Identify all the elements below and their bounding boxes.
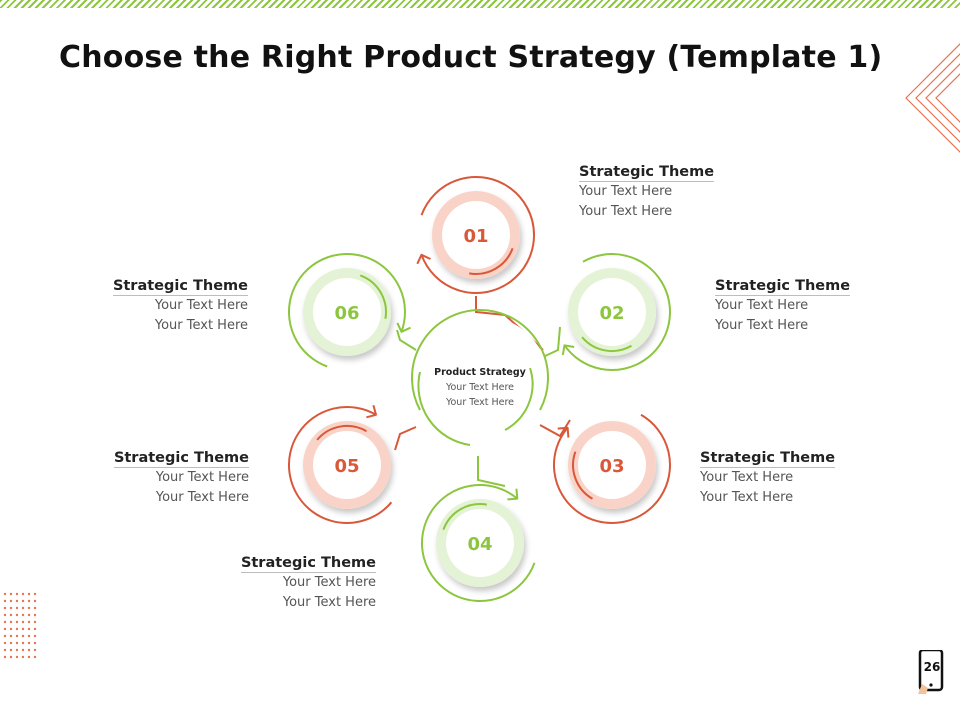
arrowhead-icon: [557, 426, 570, 438]
arrowhead-icon: [416, 253, 431, 265]
theme-text-line: Your Text Here: [282, 595, 376, 610]
theme-text-line: Your Text Here: [715, 298, 809, 313]
node-inner-circle: [578, 431, 646, 499]
theme-heading: Strategic Theme: [112, 278, 248, 296]
node-outer-arc: [420, 484, 536, 602]
node-inner-arc: [442, 503, 487, 531]
theme-text-line: Your Text Here: [155, 490, 249, 505]
node-outer-arc: [288, 406, 393, 525]
center-product-strategy-ring: [410, 309, 550, 455]
theme-label-03: Strategic Theme Your Text Here Your Text…: [700, 448, 900, 508]
arrowhead-icon: [561, 344, 575, 356]
node-inner-arc: [572, 451, 594, 500]
center-line-1: Your Text Here: [445, 382, 515, 393]
node-inner-circle: [578, 278, 646, 346]
strategy-node-05: 05: [288, 404, 393, 525]
theme-label-02: Strategic Theme Your Text Here Your Text…: [715, 276, 915, 336]
node-outer-arc: [553, 413, 671, 525]
theme-heading: Strategic Theme: [113, 450, 249, 468]
dot-grid-icon: [3, 592, 37, 659]
node-outer-arc: [288, 252, 406, 368]
node-inner-circle: [446, 509, 514, 577]
arrowhead-icon: [507, 488, 519, 501]
node-inner-circle: [313, 431, 381, 499]
node-outer-arc: [563, 253, 671, 372]
theme-heading: Strategic Theme: [715, 278, 851, 296]
theme-text-line: Your Text Here: [154, 298, 248, 313]
theme-label-04: Strategic Theme Your Text Here Your Text…: [176, 553, 376, 613]
node-inner-circle: [442, 201, 510, 269]
theme-text-line: Your Text Here: [715, 318, 809, 333]
theme-text-line: Your Text Here: [155, 470, 249, 485]
phone-in-hand-icon: [918, 650, 944, 694]
page-number: 26: [923, 660, 941, 674]
node-inner-circle: [313, 278, 381, 346]
strategy-node-06: 06: [288, 252, 411, 368]
theme-label-01: Strategic Theme Your Text Here Your Text…: [579, 162, 779, 222]
theme-text-line: Your Text Here: [154, 318, 248, 333]
theme-label-05: Strategic Theme Your Text Here Your Text…: [49, 448, 249, 508]
node-inner-arc: [581, 336, 632, 353]
theme-text-line: Your Text Here: [579, 184, 673, 199]
strategy-node-03: 03: [553, 413, 671, 525]
center-line-2: Your Text Here: [445, 397, 515, 408]
theme-label-06: Strategic Theme Your Text Here Your Text…: [48, 276, 248, 336]
theme-text-line: Your Text Here: [700, 470, 794, 485]
theme-text-line: Your Text Here: [700, 490, 794, 505]
chevron-lines-icon: [905, 43, 960, 153]
node-inner-arc: [359, 274, 387, 319]
top-stripe-decoration: [0, 0, 960, 8]
center-heading: Product Strategy: [434, 367, 526, 378]
node-number: 04: [467, 534, 492, 555]
node-outer-arc: [420, 176, 536, 294]
node-number: 02: [599, 303, 624, 324]
strategy-node-02: 02: [561, 253, 671, 372]
theme-heading: Strategic Theme: [579, 164, 715, 182]
arrowhead-icon: [396, 322, 411, 333]
node-number: 06: [334, 303, 359, 324]
theme-text-line: Your Text Here: [282, 575, 376, 590]
node-number: 05: [334, 456, 359, 477]
strategy-node-04: 04: [420, 484, 536, 602]
page-title: Choose the Right Product Strategy (Templ…: [59, 40, 883, 75]
strategy-node-01: 01: [416, 176, 536, 294]
node-number: 03: [599, 456, 624, 477]
theme-heading: Strategic Theme: [240, 555, 376, 573]
theme-text-line: Your Text Here: [579, 204, 673, 219]
node-inner-arc: [469, 247, 514, 275]
theme-heading: Strategic Theme: [700, 450, 836, 468]
center-text-block: Product Strategy Your Text Here Your Tex…: [420, 366, 540, 410]
node-inner-arc: [316, 424, 367, 441]
node-number: 01: [463, 226, 488, 247]
arrowhead-icon: [366, 404, 377, 419]
